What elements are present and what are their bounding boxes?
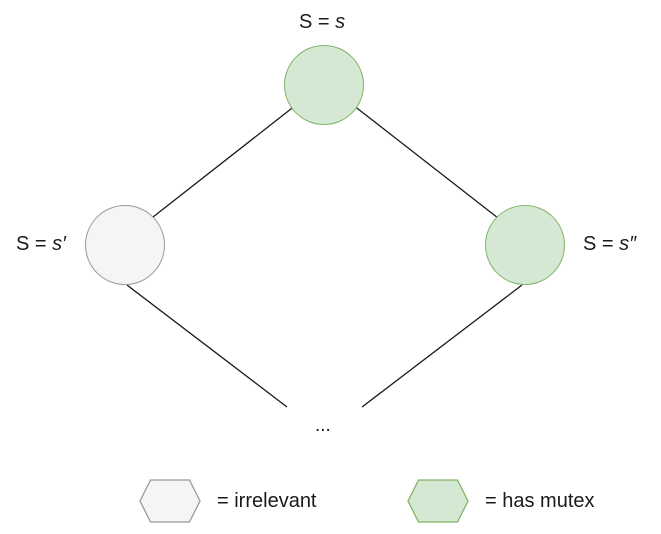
node-left-label-prefix: S = bbox=[16, 233, 53, 255]
node-top-label-var: s bbox=[335, 11, 346, 33]
node-right-label-var: s″ bbox=[619, 233, 637, 255]
legend-item-has-mutex: = has mutex bbox=[407, 479, 595, 523]
node-top-has-mutex[interactable] bbox=[284, 45, 364, 125]
node-right-label: S = s″ bbox=[583, 234, 636, 254]
node-top-label: S = s bbox=[299, 12, 345, 32]
node-right-label-prefix: S = bbox=[583, 233, 620, 255]
node-left-irrelevant[interactable] bbox=[85, 205, 165, 285]
node-top-label-prefix: S = bbox=[299, 11, 336, 33]
continuation-ellipsis: ... bbox=[315, 415, 331, 436]
legend-item-irrelevant: = irrelevant bbox=[139, 479, 317, 523]
edge-right-to-bottom bbox=[361, 284, 523, 408]
legend-label-irrelevant: = irrelevant bbox=[217, 490, 317, 512]
legend-label-has-mutex: = has mutex bbox=[485, 490, 595, 512]
node-left-label-var: s′ bbox=[52, 233, 66, 255]
edge-left-to-bottom bbox=[126, 284, 288, 408]
hexagon-has-mutex-icon bbox=[407, 479, 469, 523]
hexagon-irrelevant-icon bbox=[139, 479, 201, 523]
edge-top-to-right bbox=[352, 104, 499, 219]
node-left-label: S = s′ bbox=[16, 234, 66, 254]
node-right-has-mutex[interactable] bbox=[485, 205, 565, 285]
edge-left-to-top bbox=[152, 104, 297, 218]
